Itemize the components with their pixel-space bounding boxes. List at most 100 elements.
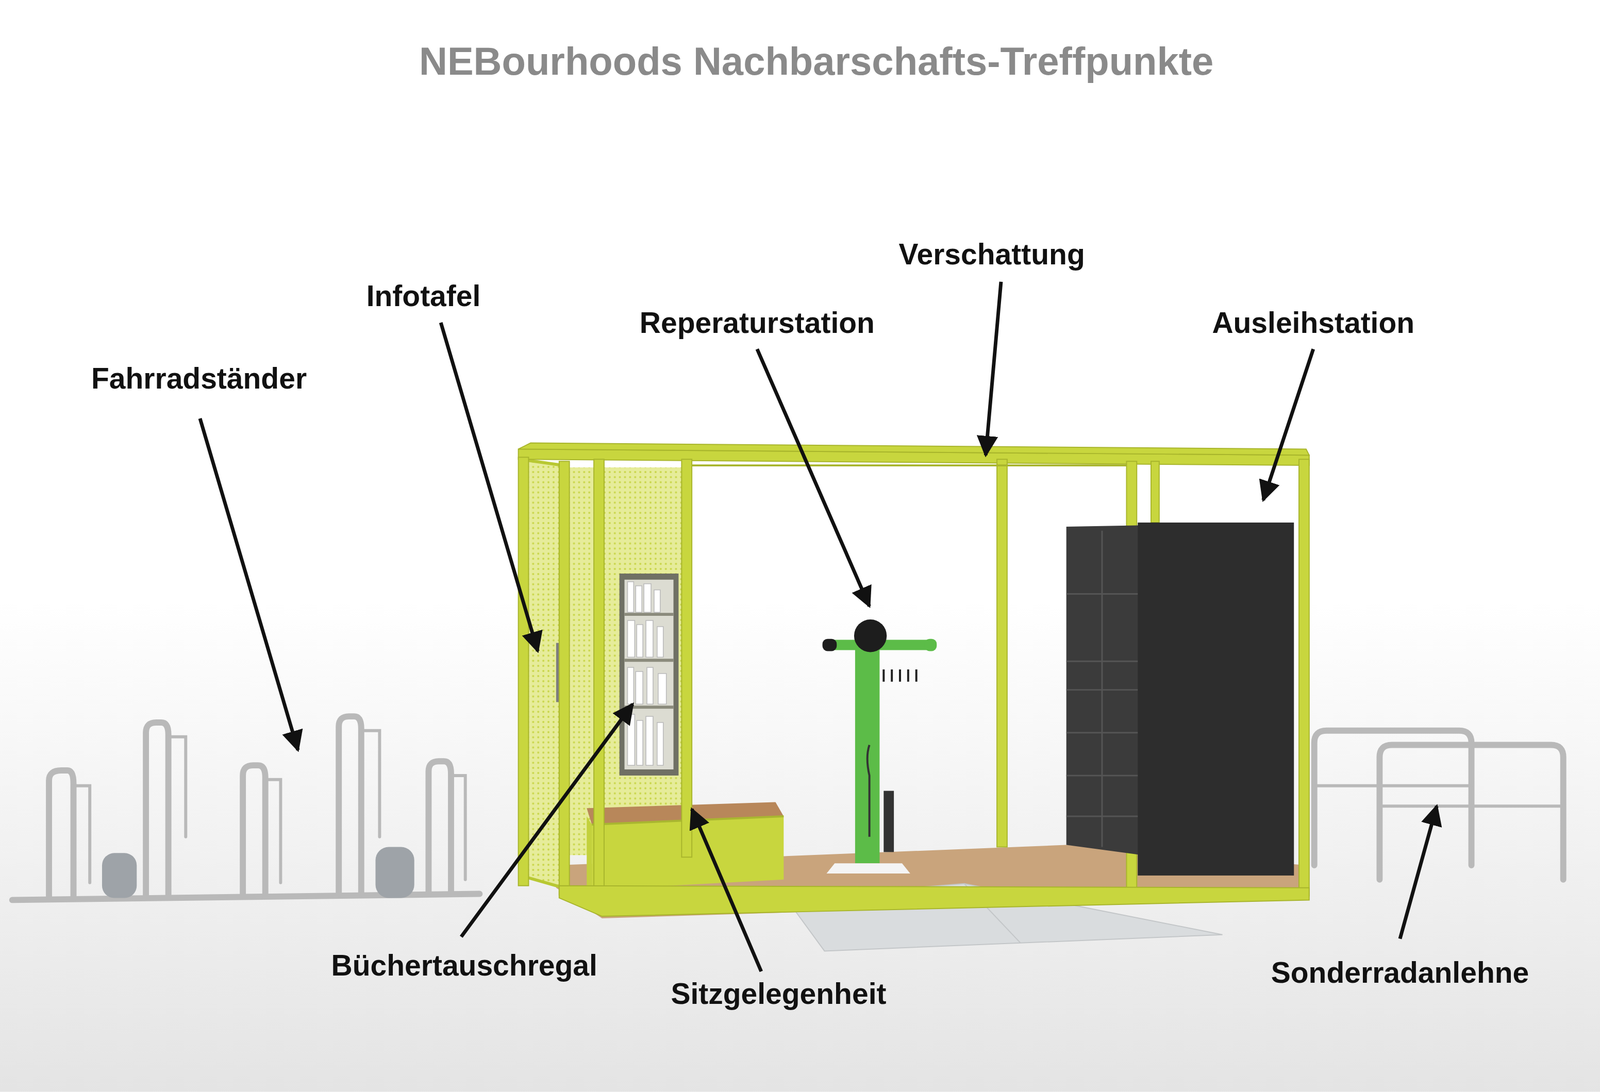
repair-stand [890, 669, 893, 682]
locker-cabinet [1066, 522, 1294, 876]
leader-arrow [200, 281, 1437, 972]
part-label: Büchertauschregal [331, 948, 598, 982]
book-shelf [627, 667, 634, 705]
bike-rack [168, 737, 187, 838]
bike-rack [242, 765, 266, 896]
locker-cabinet [1066, 774, 1139, 777]
leader-arrow [461, 704, 633, 937]
locker-cabinet [1066, 593, 1139, 595]
bollard [375, 846, 414, 898]
book-shelf [624, 614, 674, 708]
repair-stand [826, 863, 910, 874]
title: NEBourhoods Nachbarschafts-Treffpunkte [419, 39, 1214, 83]
book-shelf [645, 620, 654, 658]
repair-stand [883, 791, 894, 853]
part-label: Fahrradständer [91, 362, 307, 395]
bike-rack [361, 730, 380, 838]
repair-stand [907, 669, 910, 682]
repair-stand [822, 639, 838, 652]
repair-stand [822, 619, 938, 874]
frame [681, 459, 692, 858]
cargo-bike-rack [1314, 730, 1564, 880]
book-shelf [627, 714, 635, 766]
book-shelf [645, 716, 654, 766]
book-shelf [619, 573, 679, 776]
locker-cabinet [1101, 530, 1103, 848]
book-shelf [627, 620, 635, 658]
locker-cabinet [1066, 530, 1139, 848]
repair-stand [854, 619, 887, 653]
book-shelf [627, 581, 634, 613]
book-shelf [643, 584, 652, 613]
book-shelf [624, 579, 674, 770]
locker-cabinet [1066, 660, 1139, 663]
frame [559, 461, 570, 895]
bike-rack [145, 722, 169, 897]
bench [586, 816, 592, 891]
bike-rack [451, 775, 466, 880]
locker-cabinet [1066, 522, 1294, 876]
bike-rack [265, 779, 281, 883]
cargo-bike-rack [1314, 784, 1472, 788]
cargo-bike-rack [1314, 730, 1472, 866]
book-shelf [624, 612, 674, 616]
bike-rack [338, 716, 362, 894]
frame [1298, 459, 1310, 896]
frame [593, 459, 605, 893]
repair-stand [915, 669, 918, 682]
bike-rack [48, 770, 74, 898]
leader-arrow [757, 348, 870, 607]
repair-stand [882, 669, 885, 682]
part-label: Infotafel [366, 279, 481, 313]
repair-stand [855, 641, 880, 864]
part-label: Sitzgelegenheit [670, 977, 887, 1011]
part-label: Sonderradanlehne [1271, 956, 1529, 989]
bollard [102, 853, 137, 898]
book-shelf [657, 722, 664, 766]
leader-arrow [200, 418, 298, 750]
repair-stand [883, 669, 916, 682]
leader-arrow [1263, 348, 1314, 500]
part-label: Verschattung [898, 238, 1086, 271]
book-shelf [635, 586, 642, 613]
leader-arrow [1400, 806, 1437, 939]
book-shelf [654, 590, 661, 613]
book-shelf [636, 624, 643, 658]
info-panel [566, 467, 685, 856]
repair-stand [898, 669, 902, 682]
bike-rack [12, 716, 480, 900]
leader-arrow [691, 809, 762, 972]
book-shelf [657, 626, 664, 658]
cargo-bike-rack [1379, 745, 1563, 880]
book-shelf [624, 658, 674, 662]
locker-cabinet [1066, 731, 1139, 734]
locker-cabinet [1066, 815, 1139, 818]
repair-stand [924, 639, 938, 652]
book-shelf [627, 581, 666, 766]
bike-rack [428, 761, 452, 894]
bike-rack [73, 786, 91, 883]
cargo-bike-rack [1379, 804, 1563, 808]
book-shelf [619, 573, 679, 776]
part-label: Reperaturstation [639, 306, 875, 339]
frame [518, 457, 529, 886]
book-shelf [636, 720, 643, 766]
locker-cabinet [1066, 689, 1139, 691]
frame [1151, 461, 1160, 523]
book-shelf [658, 673, 667, 705]
leader-arrow [985, 281, 1002, 456]
frame [559, 886, 1310, 917]
leader-arrow [440, 322, 538, 652]
frame [518, 443, 1310, 456]
frame [518, 443, 1310, 918]
locker-cabinet [1137, 522, 1294, 876]
book-shelf [646, 667, 654, 705]
bollard [102, 846, 415, 898]
repair-stand [867, 745, 870, 838]
frame [691, 464, 1127, 467]
frame [996, 459, 1008, 847]
book-shelf [635, 671, 643, 705]
